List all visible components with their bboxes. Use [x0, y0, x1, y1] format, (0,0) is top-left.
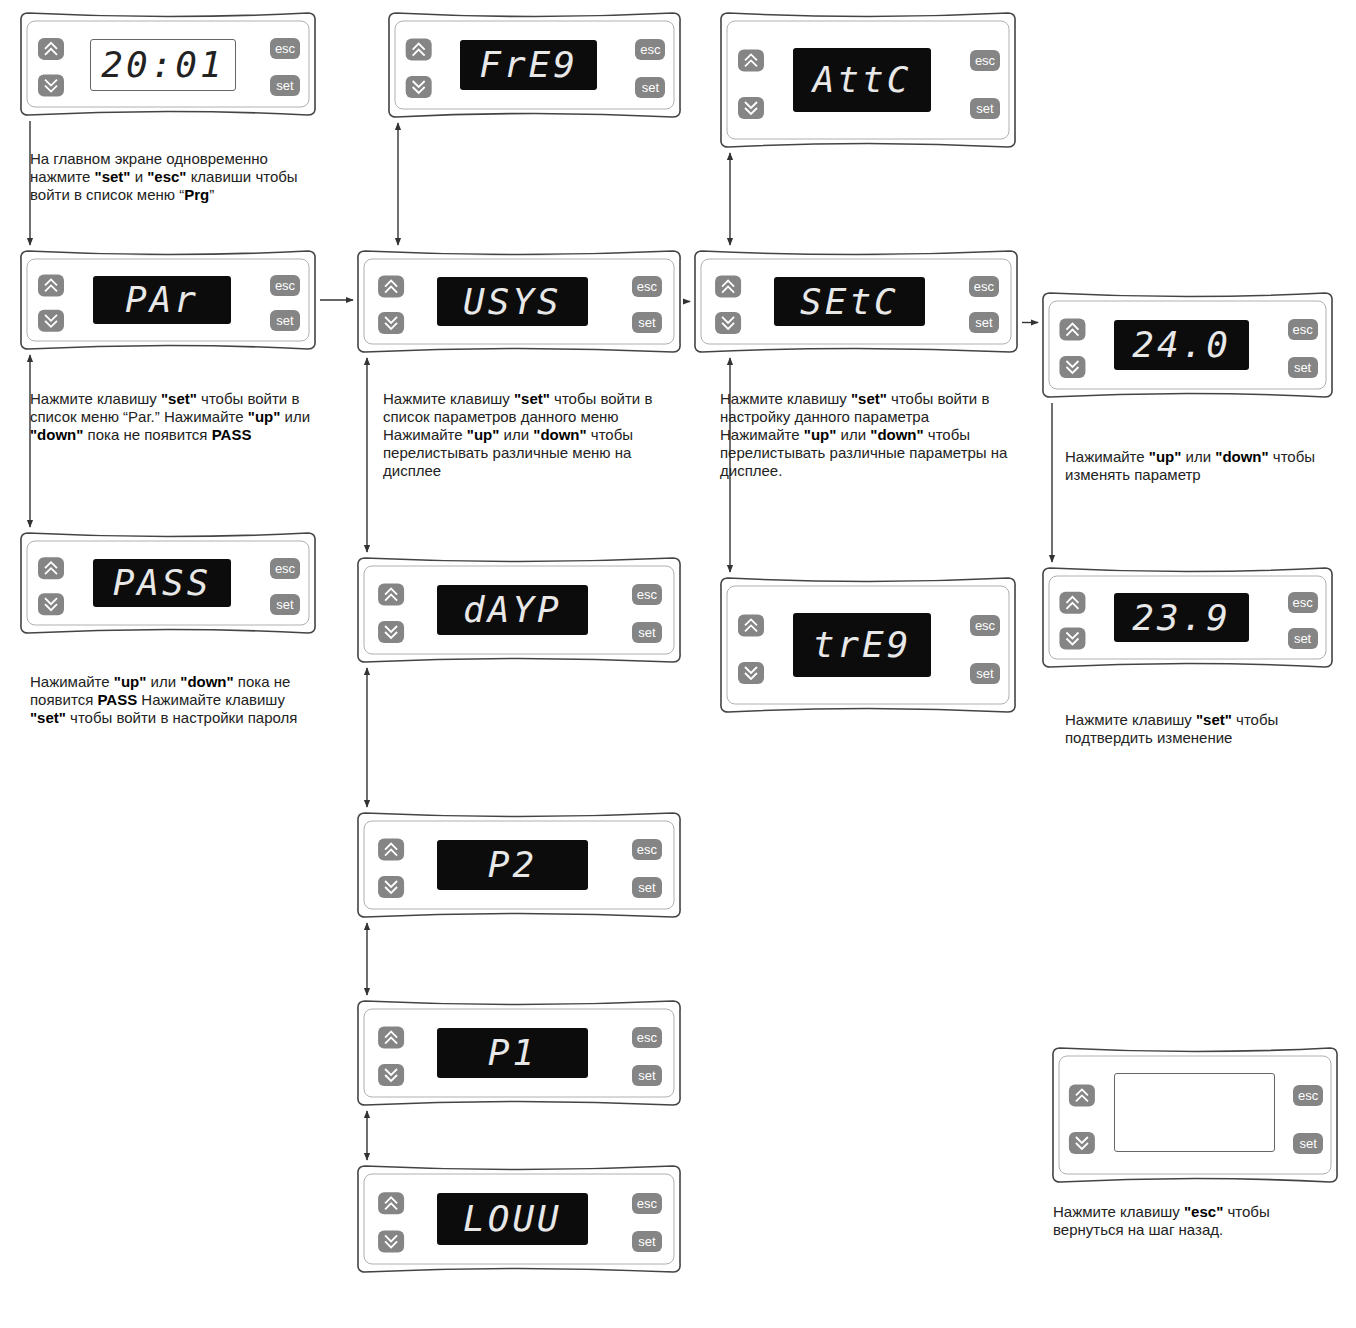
display-window: P2 — [437, 840, 588, 891]
key-button: esc — [632, 1027, 662, 1048]
display-window: USYS — [437, 277, 588, 326]
display-readout: FrE9 — [479, 44, 578, 85]
display-readout: SEtC — [800, 281, 899, 322]
controller-panel: P2 esc set — [355, 810, 683, 920]
display-window: trE9 — [793, 613, 931, 677]
key-button: esc — [632, 276, 662, 297]
key-button: esc — [270, 38, 300, 59]
display-readout: AttC — [813, 59, 912, 100]
key-button: esc — [969, 276, 999, 297]
key-button: set — [632, 877, 662, 898]
instruction-caption: Нажмите клавишу "set" чтобы подтвердить … — [1065, 711, 1345, 747]
key-button: esc — [270, 275, 300, 296]
flow-arrow — [320, 299, 353, 300]
key-button: esc — [270, 558, 300, 579]
display-readout: P1 — [488, 1032, 537, 1073]
display-window: PASS — [93, 559, 231, 608]
display-readout: trE9 — [813, 624, 912, 665]
key-button: set — [1288, 628, 1318, 649]
instruction-caption: Нажмите клавишу "set" чтобы войти в спис… — [383, 390, 673, 480]
instruction-caption: На главном экране одновременно нажмите "… — [30, 150, 330, 204]
key-button: set — [270, 310, 300, 331]
display-window: SEtC — [774, 277, 925, 326]
display-window: AttC — [793, 48, 931, 112]
key-button: set — [969, 312, 999, 333]
controller-panel: PAr esc set — [18, 248, 318, 352]
display-window: FrE9 — [460, 40, 597, 91]
flow-arrow — [397, 123, 398, 245]
controller-panel: PASS esc set — [18, 530, 318, 636]
key-button: esc — [970, 50, 1000, 71]
display-window: PAr — [93, 276, 231, 324]
display-window: dAYP — [437, 585, 588, 636]
controller-panel: LOUU esc set — [355, 1163, 683, 1275]
display-readout: USYS — [463, 281, 562, 322]
key-button: esc — [1288, 319, 1318, 340]
instruction-caption: Нажмите клавишу "set" чтобы войти в спис… — [30, 390, 320, 444]
flow-arrow — [1051, 403, 1052, 562]
instruction-caption: Нажмите клавишу "set" чтобы войти в наст… — [720, 390, 1010, 480]
instruction-caption: Нажимайте "up" или "down" чтобы изменять… — [1065, 448, 1345, 484]
controller-panel: AttC esc set — [718, 10, 1018, 150]
controller-panel: P1 esc set — [355, 998, 683, 1108]
key-button: set — [970, 98, 1000, 119]
display-readout: 23.9 — [1132, 597, 1231, 638]
flow-arrow — [1022, 322, 1038, 323]
display-window: LOUU — [437, 1193, 588, 1245]
display-window: 24.0 — [1114, 320, 1250, 371]
controller-panel: 23.9 esc set — [1040, 565, 1335, 670]
instruction-caption: Нажимайте "up" или "down" пока не появит… — [30, 673, 320, 727]
key-button: set — [270, 75, 300, 96]
display-readout: PASS — [113, 562, 212, 603]
controller-panel: FrE9 esc set — [386, 10, 683, 120]
controller-panel: USYS esc set — [355, 248, 683, 355]
controller-panel: 24.0 esc set — [1040, 290, 1335, 400]
controller-panel: esc set — [1050, 1045, 1340, 1185]
flow-arrow — [366, 668, 367, 807]
key-button: set — [632, 312, 662, 333]
key-button: esc — [632, 1193, 662, 1214]
controller-panel: SEtC esc set — [692, 248, 1020, 355]
key-button: esc — [632, 839, 662, 860]
key-button: esc — [970, 615, 1000, 636]
controller-panel: trE9 esc set — [718, 575, 1018, 715]
key-button: esc — [1288, 592, 1318, 613]
display-window: P1 — [437, 1028, 588, 1079]
display-readout: dAYP — [463, 589, 562, 630]
controller-panel: 20:01 esc set — [18, 10, 318, 118]
key-button: set — [270, 594, 300, 615]
flow-arrow — [366, 923, 367, 995]
key-button: esc — [1293, 1085, 1323, 1106]
display-readout: P2 — [488, 844, 537, 885]
key-button: esc — [635, 39, 665, 60]
key-button: set — [970, 663, 1000, 684]
flow-arrow — [685, 301, 690, 302]
key-button: set — [1288, 357, 1318, 378]
display-window: 20:01 — [90, 39, 235, 91]
key-button: set — [632, 622, 662, 643]
key-button: set — [1293, 1133, 1323, 1154]
display-readout: LOUU — [463, 1198, 562, 1239]
display-readout: 24.0 — [1132, 324, 1231, 365]
flow-arrow — [729, 153, 730, 245]
flow-arrow — [366, 1111, 367, 1160]
instruction-caption: Нажмите клавишу "esc" чтобы вернуться на… — [1053, 1203, 1343, 1239]
key-button: esc — [632, 584, 662, 605]
key-button: set — [635, 77, 665, 98]
key-button: set — [632, 1231, 662, 1252]
display-readout: PAr — [125, 279, 199, 320]
display-window — [1114, 1073, 1276, 1152]
display-readout: 20:01 — [101, 44, 224, 85]
key-button: set — [632, 1065, 662, 1086]
controller-panel: dAYP esc set — [355, 555, 683, 665]
display-window: 23.9 — [1114, 593, 1250, 641]
flow-arrow — [366, 358, 367, 552]
